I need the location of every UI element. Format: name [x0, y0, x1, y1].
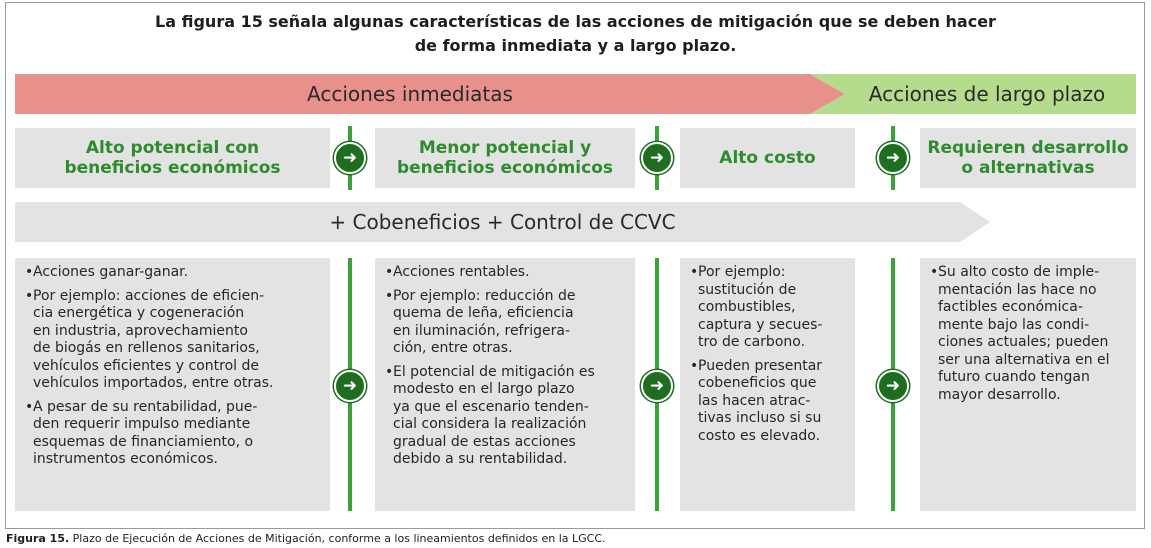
bullet-line: las hacen atrac- [698, 392, 811, 409]
category-line: beneficios económicos [396, 158, 614, 178]
bullet-line: ción, entre otras. [393, 340, 513, 356]
bullet-line: Por ejemplo: acciones de eficien- [33, 287, 265, 304]
detail-panel-lower-potential: Acciones rentables. Por ejemplo: reducci… [375, 258, 635, 511]
bullet-line: instrumentos económicos. [33, 451, 218, 467]
bullet-line: Pueden presentar [698, 357, 823, 374]
bullet-line: quema de leña, eficiencia [393, 305, 574, 321]
bullet-line: de biogás en rellenos sanitarios, [33, 340, 260, 356]
detail-panel-require-development: Su alto costo de imple- mentación las ha… [920, 258, 1136, 511]
bullet-line: modesto en el largo plazo [393, 381, 575, 397]
bullet-line: captura y secues- [698, 316, 823, 333]
arrow-right-icon: ➜ [641, 370, 673, 402]
category-line: Alto potencial con [85, 138, 260, 158]
bullet-line: tivas incluso si su [698, 410, 822, 426]
title-line-2: de forma inmediata y a largo plazo. [414, 36, 737, 55]
bullet-line: den requerir impulso mediante [33, 416, 251, 432]
category-line: Alto costo [719, 148, 816, 168]
arrow-right-icon: ➜ [877, 142, 909, 174]
bullet-line: Por ejemplo: reducción de [393, 287, 576, 304]
bullet-line: vehículos eficientes y control de [33, 357, 259, 374]
bullet-line: factibles económica- [938, 299, 1083, 315]
category-line: beneficios económicos [64, 158, 281, 178]
bullet-item: Su alto costo de imple- mentación las ha… [930, 264, 1128, 404]
bullet-line: mente bajo las condi- [938, 316, 1090, 333]
bullet-item: El potencial de mitigación es modesto en… [385, 364, 627, 469]
bullet-line: esquemas de financiamiento, o [33, 433, 254, 450]
bullet-line: costo es elevado. [698, 427, 821, 444]
bullet-item: Por ejemplo: reducción de quema de leña,… [385, 288, 627, 358]
bullet-item: Acciones ganar-ganar. [25, 264, 322, 282]
arrow-right-icon: ➜ [877, 370, 909, 402]
bullet-line: tro de carbono. [698, 334, 806, 350]
bullet-line: en iluminación, refrigera- [393, 322, 571, 339]
bullet-line: debido a su rentabilidad. [393, 451, 568, 467]
category-line: Requieren desarrollo [927, 138, 1129, 158]
bullet-line: cobeneficios que [698, 375, 817, 391]
bullet-item: A pesar de su rentabilidad, pue- den req… [25, 399, 322, 469]
bullet-line: mentación las hace no [938, 281, 1097, 298]
bullet-line: en industria, aprovechamiento [33, 322, 248, 339]
bullet-line: cial considera la realización [393, 416, 587, 432]
bullet-item: Por ejemplo: acciones de eficien- cia en… [25, 288, 322, 393]
bullet-line: ciones actuales; pueden [938, 334, 1109, 350]
arrow-right-icon: ➜ [334, 142, 366, 174]
category-line: o alternativas [961, 158, 1095, 178]
bullet-line: Su alto costo de imple- [938, 264, 1100, 280]
bullet-line: futuro cuando tengan [938, 369, 1090, 385]
category-high-cost: Alto costo [680, 128, 855, 188]
caption-text: Plazo de Ejecución de Acciones de Mitiga… [69, 532, 606, 545]
detail-panel-high-potential: Acciones ganar-ganar. Por ejemplo: accio… [15, 258, 330, 511]
figure-caption: Figura 15. Plazo de Ejecución de Accione… [6, 532, 606, 546]
bullet-line: sustitución de [698, 281, 797, 298]
bullet-line: cia energética y cogeneración [33, 305, 245, 321]
bullet-line: Por ejemplo: [698, 264, 786, 280]
arrow-right-icon: ➜ [334, 370, 366, 402]
cobenefits-band: + Cobeneficios + Control de CCVC [15, 202, 990, 242]
bullet-line: A pesar de su rentabilidad, pue- [33, 398, 258, 415]
caption-label: Figura 15. [6, 532, 70, 545]
bullet-item: Acciones rentables. [385, 264, 627, 282]
banner-immediate-actions: Acciones inmediatas [15, 74, 845, 114]
category-line: Menor potencial y [418, 138, 592, 158]
bullet-line: Acciones ganar-ganar. [33, 264, 189, 280]
bullet-line: gradual de estas acciones [393, 433, 576, 450]
bullet-item: Pueden presentar cobeneficios que las ha… [690, 358, 847, 446]
detail-panel-high-cost: Por ejemplo: sustitución de combustibles… [680, 258, 855, 511]
bullet-line: Acciones rentables. [393, 264, 530, 280]
bullet-line: vehículos importados, entre otras. [33, 375, 274, 391]
arrow-right-icon: ➜ [641, 142, 673, 174]
bullet-item: Por ejemplo: sustitución de combustibles… [690, 264, 847, 352]
bullet-line: mayor desarrollo. [938, 386, 1061, 403]
bullet-line: ya que el escenario tenden- [393, 398, 589, 415]
bullet-line: ser una alternativa en el [938, 351, 1110, 368]
bullet-line: combustibles, [698, 299, 796, 315]
title-line-1: La figura 15 señala algunas característi… [155, 12, 996, 31]
bullet-line: El potencial de mitigación es [393, 363, 595, 380]
figure-title: La figura 15 señala algunas característi… [0, 10, 1151, 58]
banner-long-term-actions: Acciones de largo plazo [810, 74, 1136, 114]
